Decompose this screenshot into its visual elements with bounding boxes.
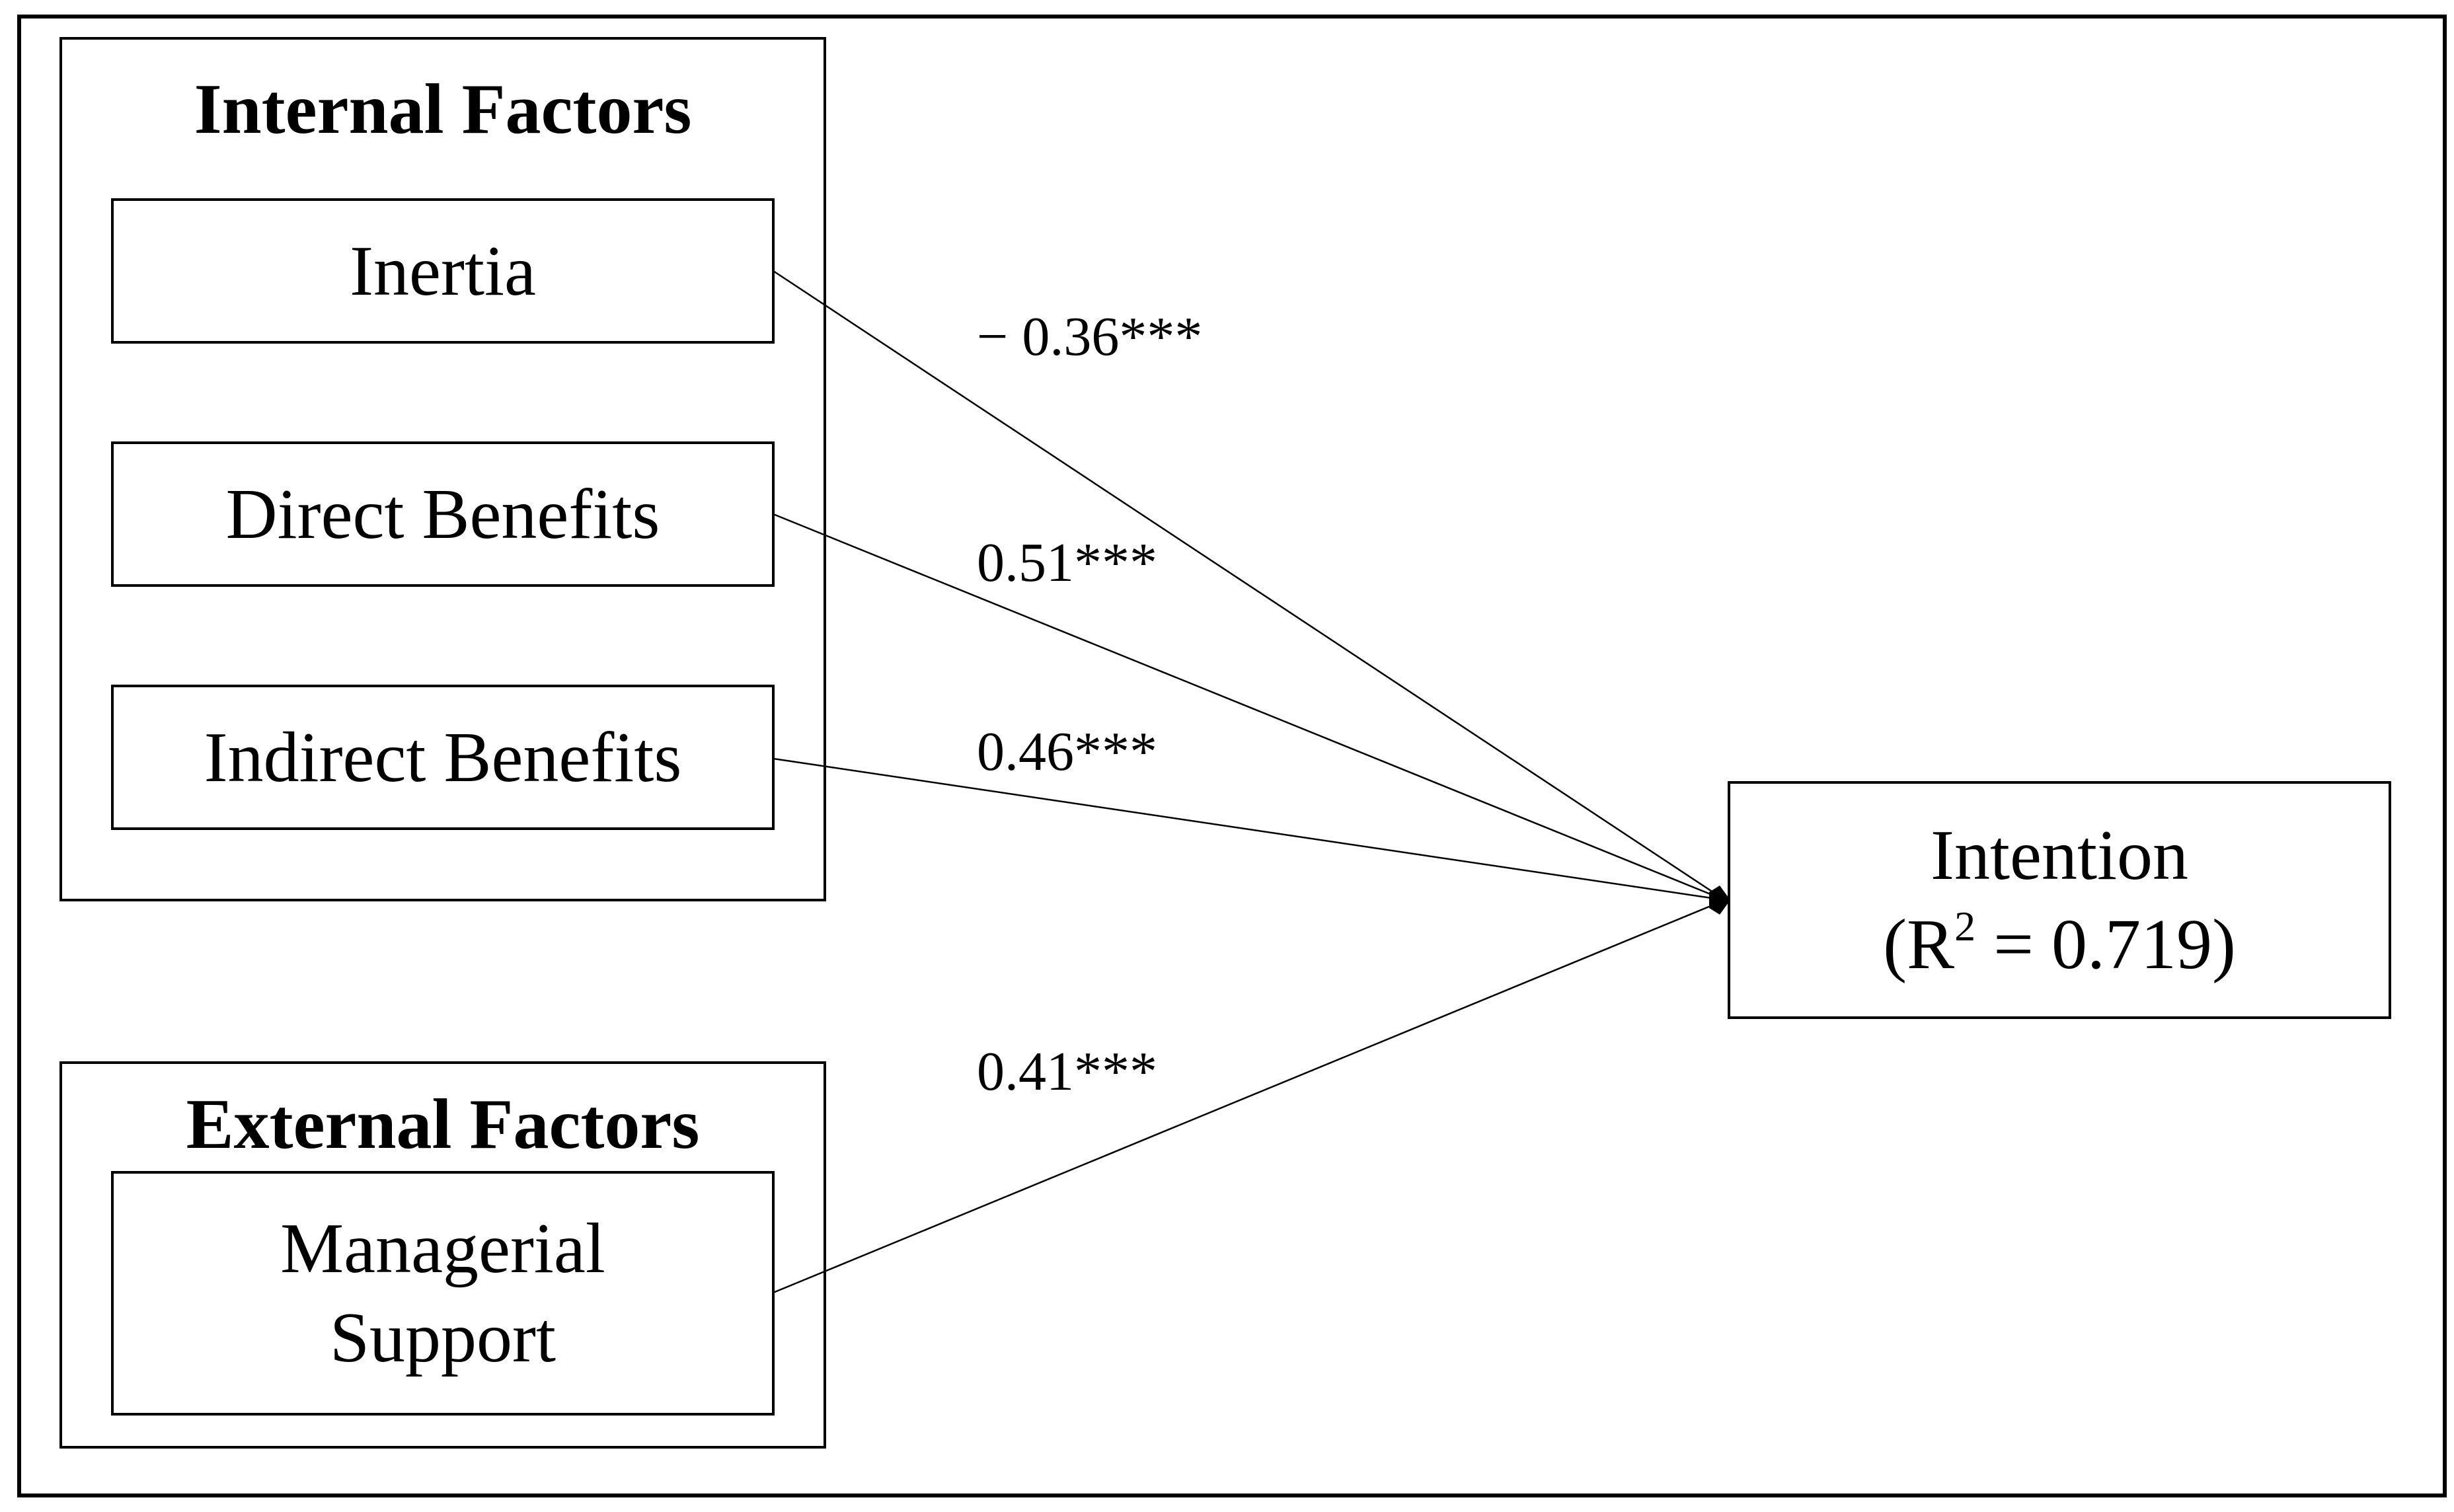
outer-frame	[17, 15, 2447, 1497]
node-managerial-support-line2: Support	[329, 1299, 556, 1377]
node-managerial-support-text: Managerial Support	[280, 1204, 605, 1382]
node-direct-benefits-label: Direct Benefits	[225, 474, 660, 554]
coefficient-direct-benefits: 0.51***	[977, 532, 1157, 593]
node-intention: Intention (R2 = 0.719)	[1728, 781, 2391, 1019]
coefficient-managerial-support: 0.41***	[977, 1041, 1157, 1102]
node-intention-label: Intention	[1931, 816, 2188, 895]
coefficient-inertia: − 0.36***	[977, 306, 1203, 367]
node-intention-r2: (R2 = 0.719)	[1883, 900, 2236, 989]
path-line-inertia	[773, 270, 1726, 901]
path-line-indirect-benefits	[773, 757, 1726, 901]
coefficient-indirect-benefits: 0.46***	[977, 721, 1157, 782]
external-factors-group: External Factors	[59, 1061, 826, 1449]
internal-factors-title: Internal Factors	[194, 70, 692, 149]
node-indirect-benefits: Indirect Benefits	[111, 685, 775, 830]
node-managerial-support: Managerial Support	[111, 1171, 775, 1416]
r2-superscript: 2	[1954, 903, 1976, 950]
external-factors-title: External Factors	[186, 1085, 700, 1164]
node-inertia: Inertia	[111, 198, 775, 344]
node-managerial-support-line1: Managerial	[280, 1209, 605, 1288]
node-direct-benefits: Direct Benefits	[111, 441, 775, 587]
internal-factors-group: Internal Factors	[59, 37, 826, 901]
node-inertia-label: Inertia	[350, 231, 536, 311]
path-line-managerial-support	[773, 899, 1726, 1294]
r2-suffix: = 0.719)	[1975, 905, 2236, 984]
r2-prefix: (R	[1883, 905, 1955, 984]
path-line-direct-benefits	[773, 513, 1726, 901]
node-indirect-benefits-label: Indirect Benefits	[204, 718, 682, 797]
node-intention-text: Intention (R2 = 0.719)	[1883, 811, 2236, 989]
arrowhead-icon	[1709, 886, 1730, 915]
